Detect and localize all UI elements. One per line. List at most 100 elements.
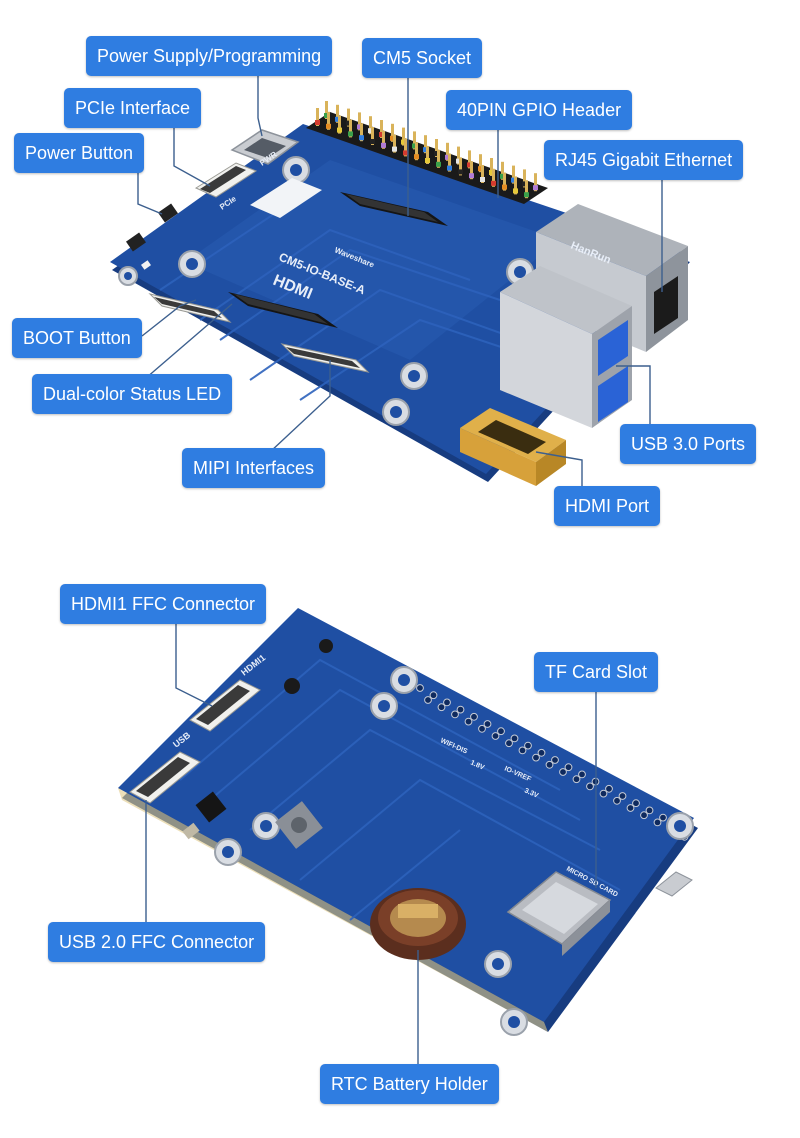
gpio-hole — [572, 775, 581, 784]
gpio-pin — [534, 173, 537, 192]
gpio-pin-cap — [469, 173, 474, 179]
gpio-hole — [451, 710, 459, 719]
boot-button-part — [126, 232, 146, 252]
label-hdmi: HDMI Port — [554, 486, 661, 526]
label-rtc: RTC Battery Holder — [320, 1064, 499, 1104]
gpio-pin — [514, 176, 517, 195]
gpio-pin-cap — [379, 132, 384, 137]
gpio-pin — [481, 165, 484, 183]
gpio-pin — [336, 104, 339, 123]
gpio-pin-cap — [480, 177, 485, 182]
gpio-pin — [457, 146, 460, 165]
gpio-hole — [424, 696, 432, 704]
bottom-usb-c — [655, 871, 693, 897]
gpio-pin — [380, 120, 383, 138]
gpio-hole — [653, 818, 662, 827]
hdmi-port — [460, 408, 566, 486]
leader-usb3 — [616, 365, 651, 426]
gpio-pin-cap — [346, 120, 351, 126]
gpio-hole — [551, 756, 559, 764]
gpio-pin — [446, 142, 449, 161]
gpio-pin-cap — [390, 135, 395, 141]
usb3-stack — [500, 266, 632, 428]
power-button-part — [158, 203, 178, 223]
gpio-hole — [437, 703, 446, 712]
bottom-board-traces — [179, 658, 621, 921]
gpio-hole — [429, 691, 438, 700]
label-rj45: RJ45 Gigabit Ethernet — [544, 140, 744, 180]
gpio-pin — [327, 111, 330, 130]
gpio-hole — [416, 684, 424, 692]
gpio-pin — [402, 127, 405, 146]
hdmi1-ffc-part — [189, 679, 261, 732]
gpio-pin-cap — [337, 127, 342, 133]
gpio-pin-cap — [491, 180, 496, 186]
gpio-hole — [537, 748, 546, 757]
top-board: HanRun CM5-IO-BASE-A Waveshare HDMI — [110, 101, 690, 486]
leader-power-button — [137, 170, 163, 215]
bottom-gpio-holes — [416, 684, 689, 841]
leader-power-supply — [257, 74, 263, 137]
mipi-ffc-connectors — [148, 293, 370, 373]
gpio-pin-cap — [478, 166, 483, 172]
gpio-pin — [448, 153, 451, 172]
bottom-board: HDMI1 USB — [118, 608, 698, 1036]
gpio-pin — [501, 161, 504, 180]
gpio-pin — [459, 157, 462, 176]
gpio-pin — [413, 131, 416, 150]
gpio-hole — [578, 770, 586, 779]
gpio-hole — [464, 717, 473, 726]
gpio-hole — [586, 782, 594, 791]
gpio-pin — [404, 138, 407, 157]
gpio-pin — [349, 119, 352, 138]
gpio-pin — [371, 127, 374, 145]
gpio-pin-cap — [370, 139, 375, 144]
gpio-hole — [470, 712, 478, 721]
usb2-ffc-part — [129, 751, 201, 804]
gpio-pin — [369, 116, 372, 135]
leader-status-led — [145, 303, 233, 379]
rtc-holder-part — [370, 888, 466, 960]
gpio-pin-cap — [522, 181, 527, 187]
gpio-pin — [325, 101, 328, 119]
label-usb3: USB 3.0 Ports — [620, 424, 757, 464]
leader-hdmi — [535, 451, 583, 486]
gpio-pin — [382, 130, 385, 149]
gpio-hole — [559, 768, 567, 776]
label-cm5-socket: CM5 Socket — [362, 38, 483, 78]
gpio-pin-cap — [524, 192, 529, 198]
gpio-pin — [358, 112, 361, 131]
label-mipi: MIPI Interfaces — [182, 448, 326, 488]
gpio-pin-cap — [392, 146, 397, 152]
gpio-hole — [483, 720, 492, 728]
gpio-pin-cap — [458, 169, 463, 175]
label-pcie: PCIe Interface — [64, 88, 202, 128]
gpio-hole — [478, 724, 486, 733]
gpio-pin-cap — [368, 128, 373, 134]
gpio-pin-cap — [359, 135, 364, 141]
gpio-pin — [490, 158, 493, 176]
status-led-part — [141, 260, 151, 270]
gpio-hole — [491, 732, 500, 740]
gpio-pin — [426, 146, 429, 164]
bottom-mounting-holes — [214, 639, 694, 1036]
gpio-pin-cap — [425, 158, 430, 163]
cm5-socket-connectors — [228, 192, 448, 328]
gpio-pin — [437, 149, 440, 168]
label-tf-slot: TF Card Slot — [534, 652, 659, 692]
gpio-pin — [523, 169, 526, 188]
leader-mipi — [269, 360, 331, 453]
gpio-pin-cap — [502, 184, 507, 190]
gpio-pin-cap — [315, 120, 320, 125]
gpio-pin-cap — [381, 142, 386, 148]
gpio-pin — [391, 123, 394, 142]
gpio-pin — [525, 180, 528, 199]
gpio-pin — [435, 139, 438, 157]
gpio-hole — [510, 734, 519, 743]
gpio-pin — [338, 115, 341, 134]
gpio-hole — [618, 792, 627, 800]
gpio-hole — [632, 799, 640, 808]
